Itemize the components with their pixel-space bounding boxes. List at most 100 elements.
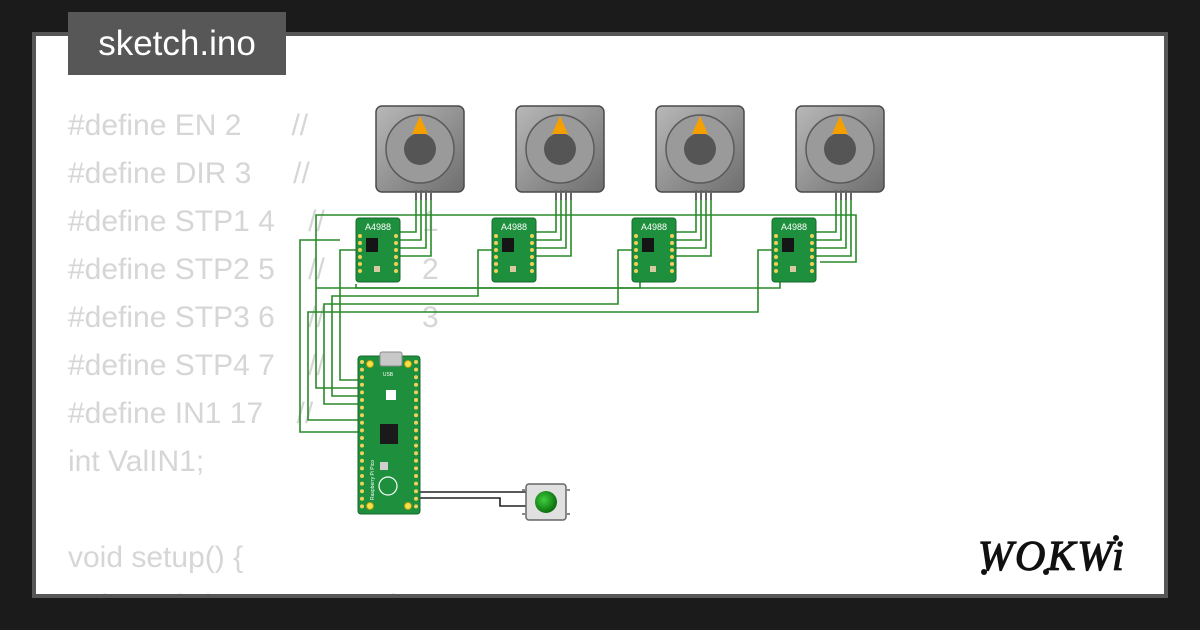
pico-pin [360,360,364,364]
driver-pin [774,248,778,252]
raspberry-logo-icon [378,476,398,496]
code-line-text: #define STP3 6 // [68,301,325,334]
pico-pin [360,504,364,509]
pico-pin [414,496,418,501]
code-line: #define IN1 17 // [68,390,410,438]
driver-pin [810,255,814,259]
pico-pin [360,405,364,410]
driver-pin [670,269,674,273]
motor-wire [396,192,432,257]
step-wire [307,249,772,421]
logo-dot-1 [981,569,987,575]
driver-pin [358,262,362,266]
pico-pin [414,413,418,418]
dir-wire [355,280,781,289]
motor-wire [396,192,422,241]
motor-wire [672,192,702,241]
code-line: void setup() { [68,534,410,582]
pico-pin [360,458,364,463]
driver-chip [642,238,654,252]
stepper-motor [655,105,745,200]
driver-pin [530,234,534,238]
driver-pin [494,255,498,259]
code-line: #define STP4 7 // [68,342,410,390]
pico-pin [360,428,364,433]
driver-pin [394,262,398,266]
board-name: Raspberry Pi Pico [370,460,376,500]
code-line: int ValIN1; [68,438,410,486]
usb-label: USB [383,372,394,378]
driver-pin [394,255,398,259]
rp2040-chip [380,424,398,444]
mount-hole [366,502,374,510]
driver-pin [394,234,398,238]
pico-pin [360,382,364,387]
code-line: pinMode(EN, OUTPUT); [68,582,410,594]
stepper-motor [515,105,605,200]
motor-wire [672,192,707,249]
pico-pin [414,382,418,387]
driver-pin [774,262,778,266]
motor-wire [812,192,837,233]
driver-pin [810,248,814,252]
driver-pin [634,234,638,238]
pico-pin [360,481,364,486]
motor-shaft [544,133,576,165]
pico-board[interactable]: USB Raspberry Pi Pico [357,351,421,515]
pico-pin [360,390,364,395]
pico-pin [360,466,364,471]
driver-pin [810,269,814,273]
pico-pin [360,436,364,440]
motor-wire [396,192,427,249]
pico-pin [414,375,418,380]
pico-pin [414,367,418,372]
motor-shaft [684,133,716,165]
driver-pin [670,241,674,245]
pico-pin [414,466,418,471]
motor-indicator [832,116,848,134]
code-line-text: #define EN 2 // [68,109,309,142]
pico-pin [360,375,364,380]
step-wire [331,249,492,397]
code-line-text: void setup() { [68,541,244,574]
button-cap [535,491,557,513]
driver-pin [774,255,778,259]
motor-indicator [692,116,708,134]
pico-pin [360,451,364,456]
pico-pin [414,504,418,509]
driver-pin [494,269,498,273]
driver-pin [774,234,778,238]
motor-indicator [412,116,428,134]
code-line: #define STP2 5 //2 [68,246,439,294]
code-line: #define STP1 4 //1 [68,198,439,246]
motor-wire [812,192,847,249]
pico-pin [360,489,364,494]
driver-pin [670,262,674,266]
pico-pin [360,413,364,418]
pico-pin [414,390,418,395]
push-button[interactable] [522,483,570,521]
mount-hole [404,360,412,368]
logo-dot-3 [1113,535,1119,541]
pico-pin [360,420,364,425]
wokwi-logo: WOKWi [977,533,1126,580]
motor-wire [672,192,712,257]
motor-wire [532,192,567,249]
driver-pin [634,262,638,266]
code-line-text: int ValIN1; [68,445,205,478]
wire-bundle [299,192,857,507]
pico-pin [360,367,364,372]
pico-pin [360,496,364,501]
motor-shaft [824,133,856,165]
pico-pin [414,474,418,478]
driver-pin [634,248,638,252]
driver-pin [634,241,638,245]
pico-pin [414,405,418,410]
wokwi-logo-text: WOKWi [978,534,1126,580]
driver-board: A4988 [771,217,817,283]
button-wire [420,497,530,507]
driver-pin [494,241,498,245]
driver-pin [530,255,534,259]
code-line-text: #define IN1 17 // [68,397,314,430]
